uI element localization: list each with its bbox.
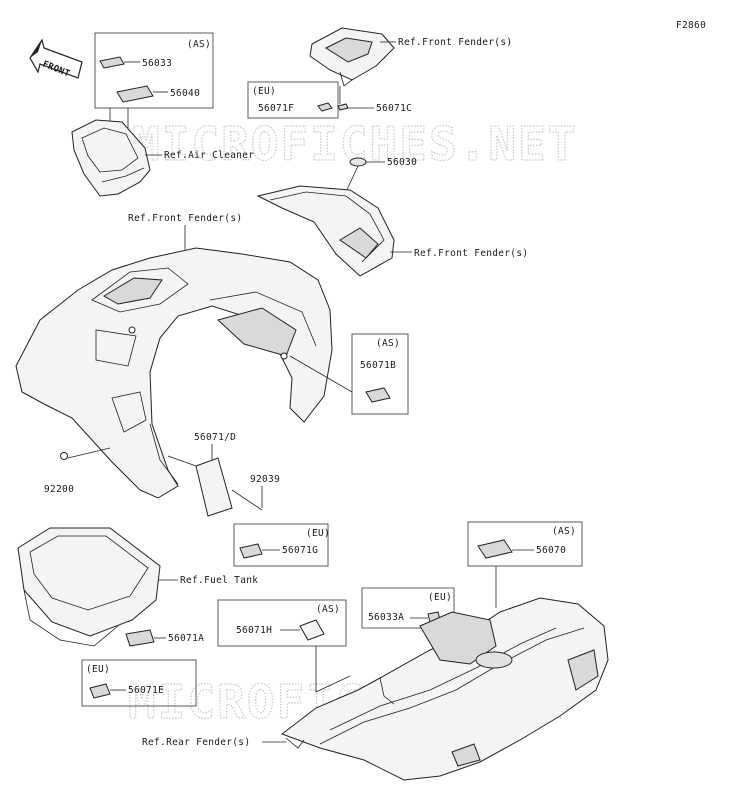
eu-tag-3: (EU) xyxy=(86,664,110,675)
as-tag-3: (AS) xyxy=(316,604,340,615)
part-56071a: 56071A xyxy=(168,633,204,644)
ref-air-cleaner: Ref.Air Cleaner xyxy=(164,150,254,161)
ref-front-fender-mid: Ref.Front Fender(s) xyxy=(414,248,528,259)
eu-box-56071f xyxy=(247,81,339,119)
eu-box-56071e xyxy=(81,659,197,707)
part-56030: 56030 xyxy=(387,157,417,168)
decal-56071e-icon xyxy=(89,683,111,699)
part-56071g: 56071G xyxy=(282,545,318,556)
part-56071f: 56071F xyxy=(258,103,294,114)
fuel-tank-tray-icon xyxy=(17,527,161,647)
fender-inner-panel-icon xyxy=(256,185,395,277)
part-56033: 56033 xyxy=(142,58,172,69)
ref-front-fender-top: Ref.Front Fender(s) xyxy=(398,37,512,48)
eu-tag-1: (EU) xyxy=(252,86,276,97)
part-56040: 56040 xyxy=(170,88,200,99)
part-56071e: 56071E xyxy=(128,685,164,696)
as-box-56071b xyxy=(351,333,409,415)
as-tag-4: (AS) xyxy=(552,526,576,537)
screw-92039-icon xyxy=(231,489,263,511)
as-box-56071h xyxy=(217,599,347,647)
figure-code: F2860 xyxy=(676,20,706,31)
decal-56071h-icon xyxy=(299,619,325,641)
as-tag-2: (AS) xyxy=(376,338,400,349)
front-fender-body-icon xyxy=(15,247,333,499)
as-box-56070 xyxy=(467,521,583,567)
air-cleaner-cover-icon xyxy=(71,119,151,197)
decal-56071a-icon xyxy=(125,629,155,647)
part-56071d: 56071/D xyxy=(194,432,236,443)
grommet-56030-icon xyxy=(349,157,367,167)
part-92200: 92200 xyxy=(44,484,74,495)
eu-box-56071g xyxy=(233,523,329,567)
part-56071c: 56071C xyxy=(376,103,412,114)
decal-56071b-icon xyxy=(365,387,391,403)
ref-fuel-tank: Ref.Fuel Tank xyxy=(180,575,258,586)
decal-56071f-icon xyxy=(317,102,333,112)
part-56070: 56070 xyxy=(536,545,566,556)
bolt-92200-icon xyxy=(60,452,68,460)
decal-56040-icon xyxy=(116,85,154,103)
eu-tag-2: (EU) xyxy=(306,528,330,539)
part-92039: 92039 xyxy=(250,474,280,485)
decal-56071c-icon xyxy=(337,103,349,111)
part-56071b: 56071B xyxy=(360,360,396,371)
decal-56071g-icon xyxy=(239,543,263,559)
eu-tag-4: (EU) xyxy=(428,592,452,603)
plate-56071d-icon xyxy=(195,457,233,517)
as-tag-1: (AS) xyxy=(187,39,211,50)
ref-front-fender-main: Ref.Front Fender(s) xyxy=(128,213,242,224)
front-fender-cover-icon xyxy=(309,27,395,87)
ref-rear-fender: Ref.Rear Fender(s) xyxy=(142,737,250,748)
front-arrow-icon: FRONT xyxy=(29,38,83,80)
decal-56033-icon xyxy=(99,56,125,69)
part-56071h: 56071H xyxy=(236,625,272,636)
part-56033a: 56033A xyxy=(368,612,404,623)
rear-fender-body-icon xyxy=(280,597,609,781)
decal-56070-icon xyxy=(477,539,513,559)
eu-box-56033a xyxy=(361,587,455,629)
as-box-air-cleaner xyxy=(94,32,214,109)
